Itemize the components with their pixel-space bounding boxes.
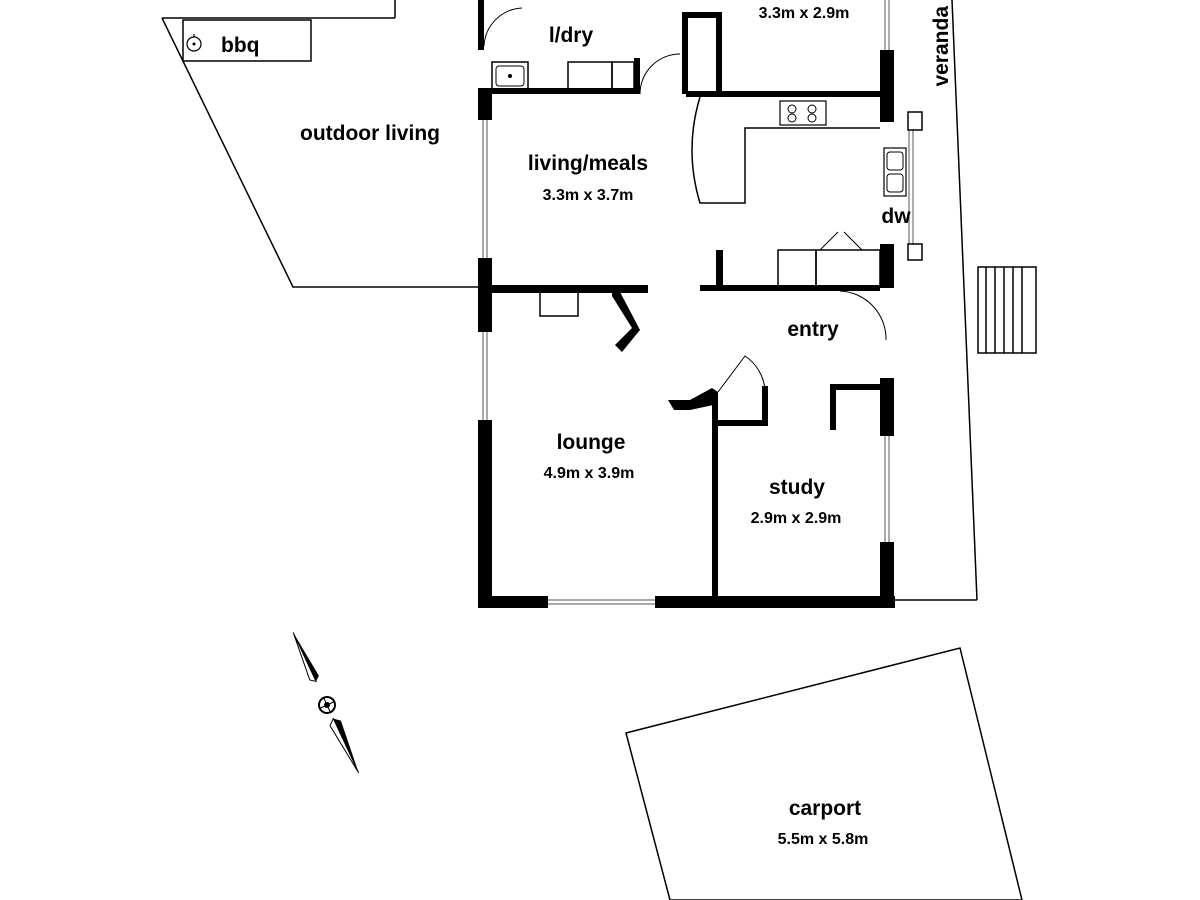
- sink-icon: [495, 65, 525, 87]
- study-dimensions: 2.9m x 2.9m: [751, 510, 842, 527]
- carport-area: [625, 647, 1023, 900]
- entry-label: entry: [787, 318, 839, 341]
- dishwasher-label: dw: [881, 205, 911, 228]
- bbq-label: bbq: [221, 34, 259, 57]
- lounge-label: lounge: [557, 431, 626, 454]
- outdoor-living-area: [161, 0, 480, 288]
- carport-label: carport: [789, 797, 861, 820]
- carport-dimensions: 5.5m x 5.8m: [778, 831, 869, 848]
- windows: [482, 0, 923, 605]
- entry-door-swing: [839, 290, 887, 341]
- hall-cupboard: [539, 291, 884, 430]
- bedroom-dimensions: 3.3m x 2.9m: [759, 5, 850, 22]
- outdoor-living-label: outdoor living: [300, 122, 440, 145]
- veranda-label: veranda: [930, 6, 953, 87]
- north-compass-icon: [292, 632, 360, 774]
- laundry-fixtures: [483, 7, 681, 95]
- kitchen-bench: [691, 96, 881, 287]
- bbq-grill-icon: [186, 34, 202, 52]
- stairs-icon: [977, 266, 1037, 354]
- house-walls: [478, 0, 895, 608]
- living-meals-label: living/meals: [528, 152, 648, 175]
- cooktop-icon: [779, 100, 827, 126]
- double-sink-icon: [883, 147, 907, 197]
- study-label: study: [769, 476, 825, 499]
- laundry-label: l/dry: [549, 24, 594, 47]
- veranda-area: [895, 0, 978, 601]
- lounge-dimensions: 4.9m x 3.9m: [544, 465, 635, 482]
- living-meals-dimensions: 3.3m x 3.7m: [543, 187, 634, 204]
